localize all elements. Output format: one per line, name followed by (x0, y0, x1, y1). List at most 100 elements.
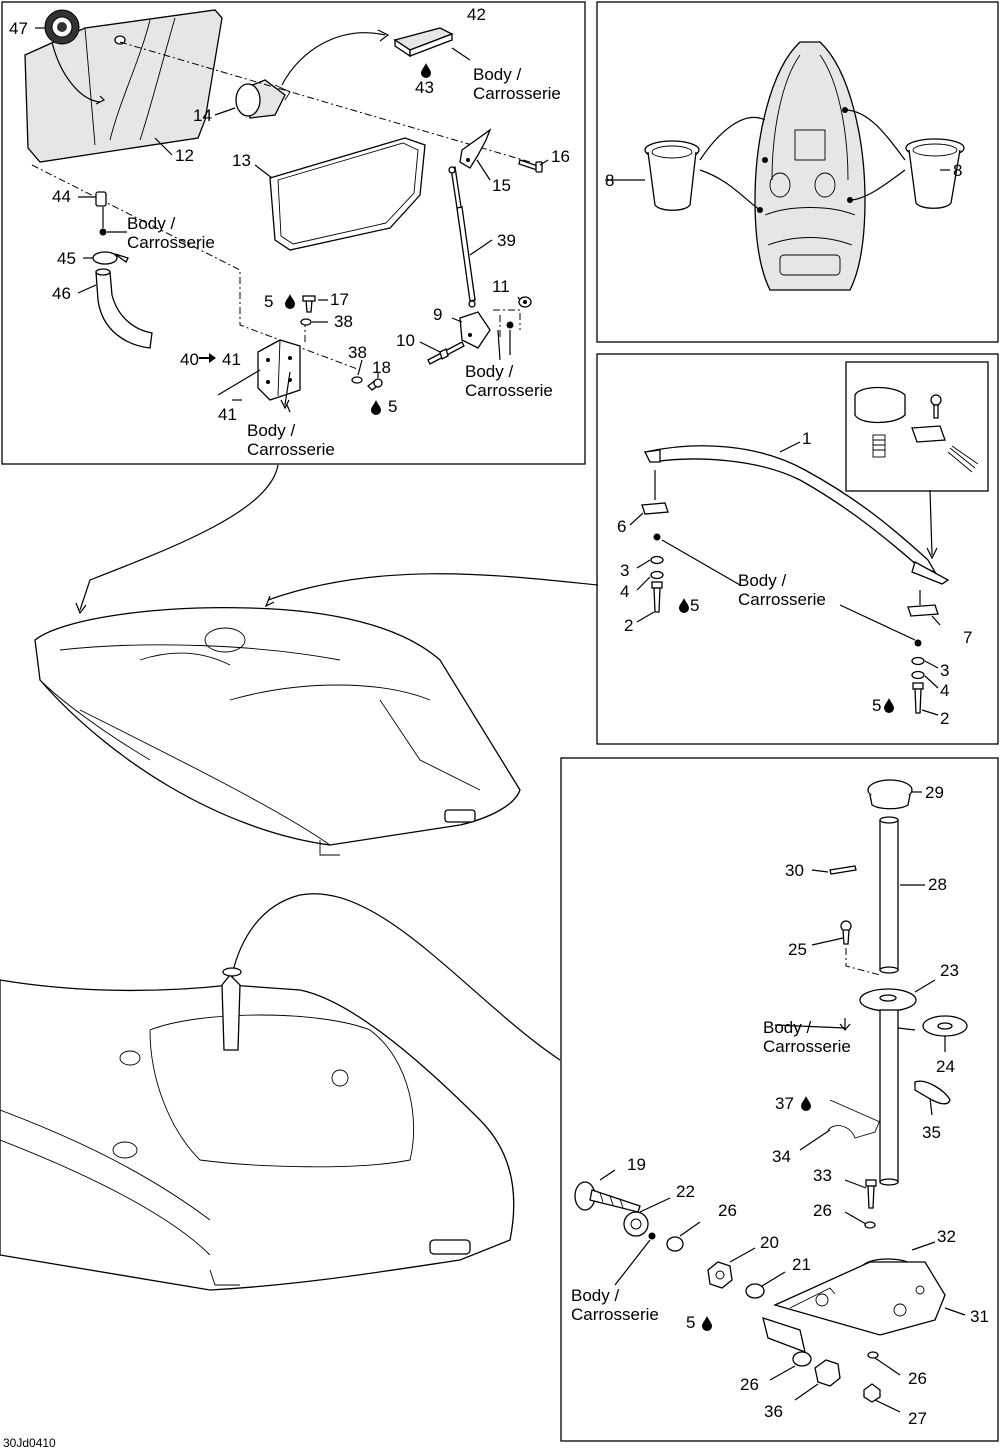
part-21-washer (745, 1283, 765, 1299)
callout-24: 24 (936, 1057, 955, 1076)
body-label-e: Body / Carrosserie (738, 571, 826, 609)
callout-5d: 5 (872, 696, 881, 715)
part-2-screw-b (912, 682, 924, 714)
svg-text:Body /: Body / (247, 421, 295, 440)
callout-7: 7 (963, 628, 972, 647)
part-39-strut (448, 166, 476, 308)
body-label-b: Body / Carrosserie (127, 214, 215, 252)
callout-22: 22 (676, 1182, 695, 1201)
callout-9: 9 (433, 305, 442, 324)
callout-23: 23 (940, 961, 959, 980)
callout-16: 16 (551, 147, 570, 166)
callout-40: 40 (180, 350, 199, 369)
part-33-bolt (865, 1179, 877, 1209)
callout-4a: 4 (620, 582, 629, 601)
callout-26c: 26 (718, 1201, 737, 1220)
callout-32: 32 (937, 1227, 956, 1246)
callout-5e: 5 (686, 1313, 695, 1332)
part-35-tab (914, 1080, 951, 1105)
svg-text:Body /: Body / (571, 1286, 619, 1305)
part-1-grab-rail (643, 445, 950, 585)
part-15-bracket (459, 128, 492, 169)
oil-drop-icon (702, 1316, 712, 1331)
part-41-hinge (217, 339, 301, 401)
svg-text:Carrosserie: Carrosserie (127, 233, 215, 252)
panel-box-bottom-right (560, 757, 999, 1442)
callout-13: 13 (232, 151, 251, 170)
panel-box-top-right (596, 1, 999, 343)
callout-47: 47 (9, 19, 28, 38)
body-label-a: Body / Carrosserie (473, 65, 561, 103)
leader-lines (35, 27, 966, 1413)
callout-41b: 41 (218, 405, 237, 424)
boat-top-view (754, 41, 866, 291)
callout-33: 33 (813, 1166, 832, 1185)
part-8-cup-holder-left (644, 140, 700, 211)
panel-box-top-left (1, 1, 586, 465)
callout-28: 28 (928, 875, 947, 894)
part-3-washer-a (650, 555, 664, 565)
panel-box-inset (845, 361, 989, 492)
svg-text:Body /: Body / (127, 214, 175, 233)
svg-text:Body /: Body / (763, 1018, 811, 1037)
callout-labels: 47 42 43 14 12 13 16 15 44 39 45 11 46 5… (9, 5, 989, 1428)
callout-4b: 4 (940, 681, 949, 700)
inset-spring-a (872, 434, 886, 458)
part-34-spring-clip (827, 1119, 881, 1139)
part-44-fitting (95, 191, 107, 207)
callout-5b: 5 (388, 397, 397, 416)
inset-end-cap (854, 386, 906, 424)
body-label-g: Body / Carrosserie (571, 1286, 659, 1324)
callout-35: 35 (922, 1123, 941, 1142)
oil-drop-icon (285, 294, 295, 309)
part-9-bracket (459, 311, 491, 349)
callout-2a: 2 (624, 616, 633, 635)
callout-29: 29 (925, 783, 944, 802)
part-12-side-panel (24, 9, 223, 163)
part-14-gauge (235, 79, 291, 119)
callout-42: 42 (467, 5, 486, 24)
callout-6: 6 (617, 517, 626, 536)
callout-26a: 26 (813, 1201, 832, 1220)
part-19-bolt (574, 1181, 641, 1213)
callout-26d: 26 (740, 1375, 759, 1394)
oil-drop-icon (421, 63, 431, 78)
callout-10: 10 (396, 331, 415, 350)
body-label-d: Body / Carrosserie (247, 421, 335, 459)
callout-38a: 38 (334, 312, 353, 331)
part-36-nut (814, 1359, 841, 1387)
part-20-nut (707, 1261, 733, 1289)
callout-38b: 38 (348, 343, 367, 362)
callout-25: 25 (788, 940, 807, 959)
part-31-plate (762, 1261, 946, 1354)
arrow-14-to-42 (281, 32, 386, 86)
svg-text:Body /: Body / (465, 362, 513, 381)
part-7-plate (907, 604, 939, 617)
part-27-nut (863, 1383, 881, 1403)
inset-spring-b (947, 445, 979, 473)
part-3-washer-b (911, 656, 925, 666)
part-45-clamp (92, 251, 129, 265)
panel-box-middle-right (596, 353, 999, 745)
oil-drop-icon (679, 598, 689, 613)
callout-12: 12 (175, 146, 194, 165)
svg-text:Carrosserie: Carrosserie (571, 1305, 659, 1324)
part-38-washer-b (351, 376, 363, 384)
part-42-bracket (393, 27, 454, 58)
callout-34: 34 (772, 1147, 791, 1166)
part-28-upper-tube (879, 816, 899, 974)
callout-37: 37 (775, 1094, 794, 1113)
callout-31: 31 (970, 1307, 989, 1326)
part-4-lock-washer-a (650, 570, 664, 580)
part-26-washer-b (867, 1351, 879, 1359)
arrow-right-icon (199, 353, 216, 363)
svg-text:Carrosserie: Carrosserie (465, 381, 553, 400)
callout-8b: 8 (953, 161, 962, 180)
arrow-47-to-panel (51, 41, 101, 103)
callout-5a: 5 (264, 292, 273, 311)
svg-text:Carrosserie: Carrosserie (473, 84, 561, 103)
oil-drop-icon (884, 698, 894, 713)
part-11-washer (518, 296, 532, 308)
callout-45: 45 (57, 249, 76, 268)
